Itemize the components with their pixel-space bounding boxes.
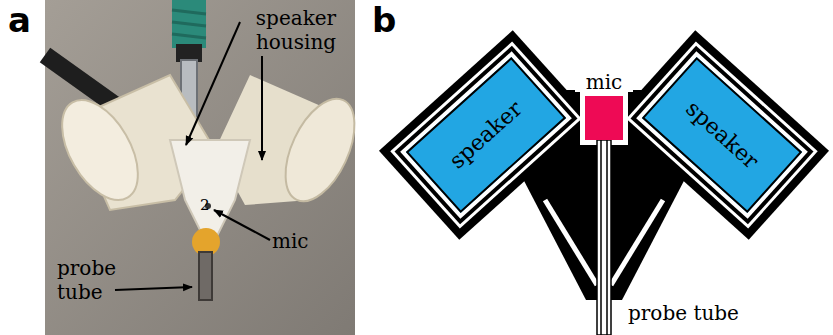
node-label: mic <box>586 70 623 94</box>
callout-number: 2 <box>200 196 210 214</box>
part-label: speaker housing <box>240 6 352 54</box>
mic-box: mic <box>585 96 623 140</box>
leader-line <box>261 56 263 160</box>
leader-line <box>115 287 192 290</box>
node-label: speaker <box>444 96 527 174</box>
panel-letter: b <box>372 0 396 41</box>
schematic <box>379 30 829 335</box>
part-label: probe tube <box>57 256 123 304</box>
node-label: speaker <box>680 96 763 174</box>
photo <box>45 0 369 335</box>
part-label: probe tube <box>628 301 739 325</box>
leader-line <box>186 22 240 145</box>
panel-letter: a <box>8 0 31 41</box>
leader-line <box>214 210 270 240</box>
part-label: mic <box>272 229 309 253</box>
